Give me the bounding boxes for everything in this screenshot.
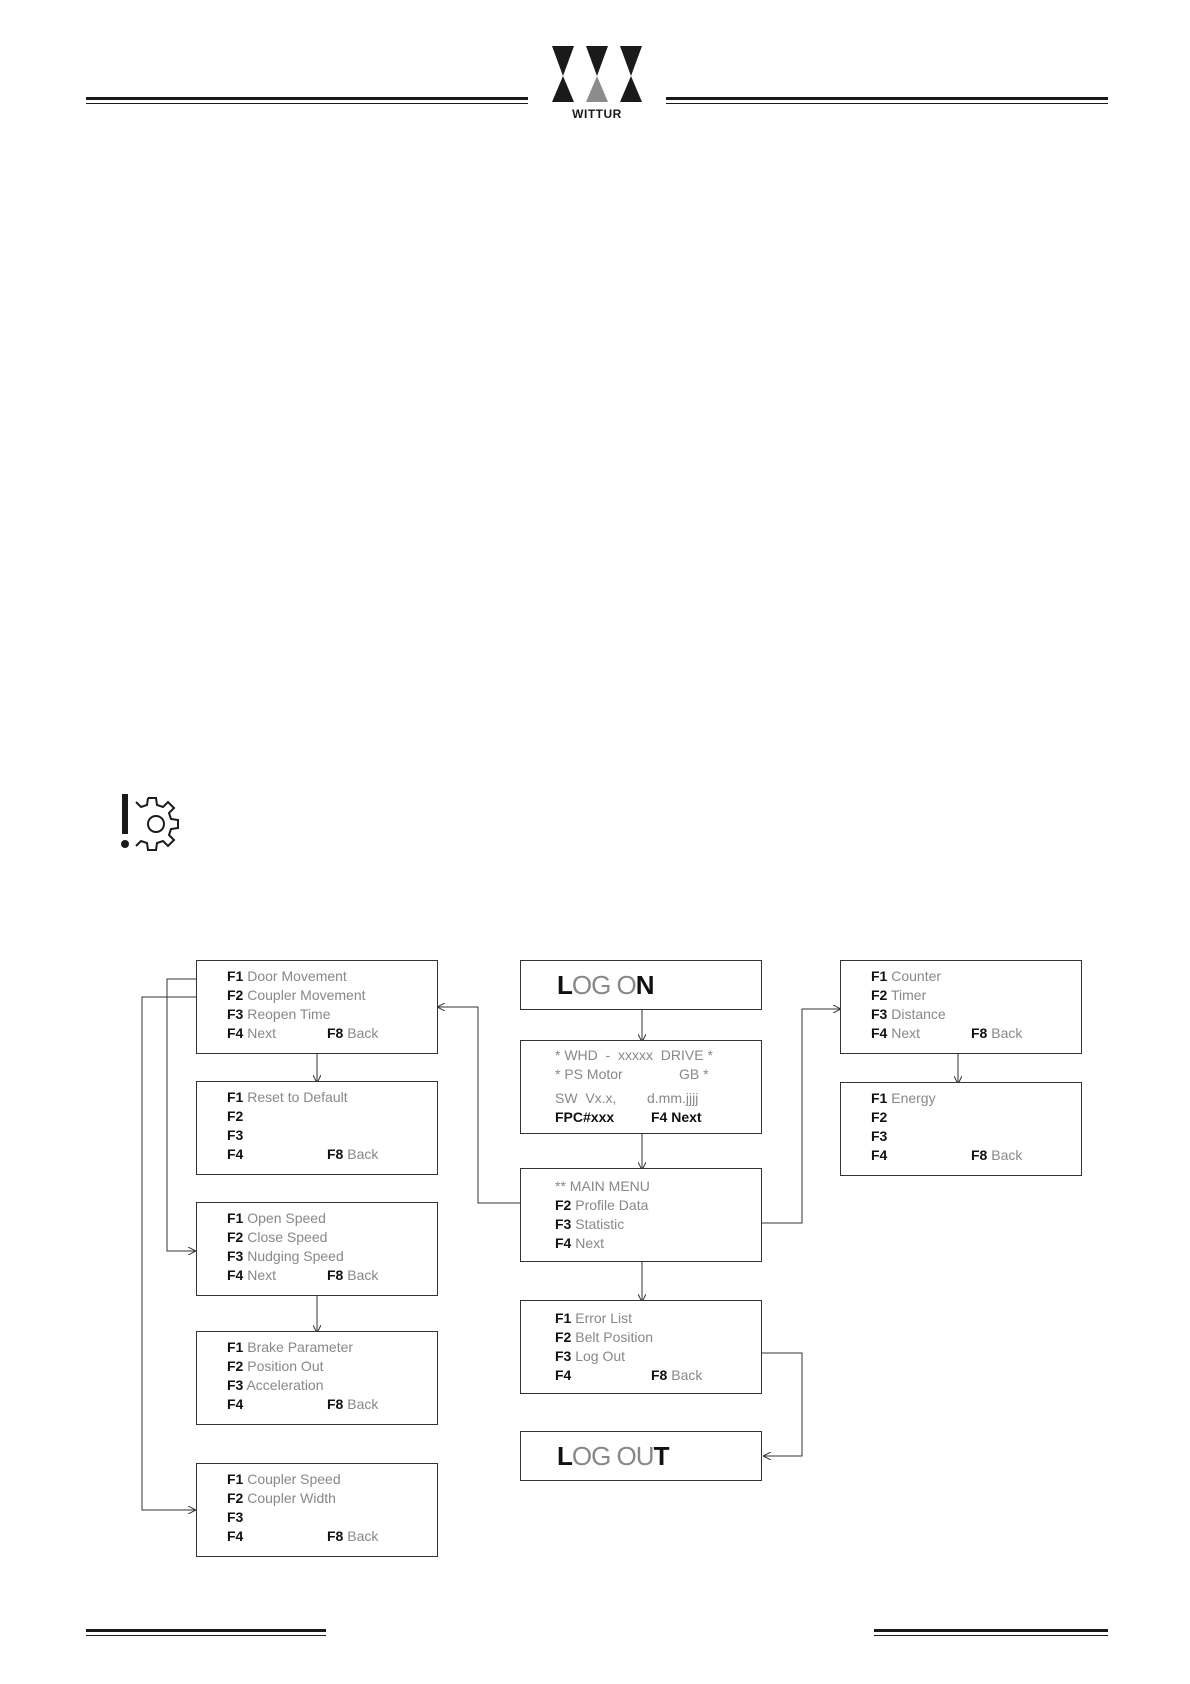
drive-info-line-1: * WHD - xxxxx DRIVE * <box>555 1047 713 1063</box>
footer-rule-left <box>86 1629 326 1636</box>
profile-menu-screen: F1 Door Movement F2 Coupler Movement F3 … <box>196 960 438 1054</box>
drive-info-line-3: SW Vx.x,d.mm.jjjj <box>555 1090 699 1106</box>
profile1-f1[interactable]: F1 Door Movement <box>227 968 347 984</box>
coupler-f3[interactable]: F3 <box>227 1509 244 1525</box>
profile1-f3[interactable]: F3 Reopen Time <box>227 1006 331 1022</box>
profile2-f3[interactable]: F3 <box>227 1127 244 1143</box>
main2-f1[interactable]: F1 Error List <box>555 1310 633 1326</box>
profile2-f1[interactable]: F1 Reset to Default <box>227 1089 348 1105</box>
log-out-screen: LOG OUT <box>520 1431 762 1481</box>
profile1-f2[interactable]: F2 Coupler Movement <box>227 987 366 1003</box>
door2-f1[interactable]: F1 Brake Parameter <box>227 1339 354 1355</box>
main-menu-f4[interactable]: F4 Next <box>555 1235 605 1251</box>
main-menu-f3[interactable]: F3 Statistic <box>555 1216 625 1232</box>
log-on-first-letter: L <box>557 970 573 1000</box>
main-menu-page2-screen: F1 Error List F2 Belt Position F3 Log Ou… <box>520 1300 762 1394</box>
door-movement-page2-screen: F1 Brake Parameter F2 Position Out F3 Ac… <box>196 1331 438 1425</box>
wittur-logo <box>552 46 642 102</box>
door2-f3[interactable]: F3 Acceleration <box>227 1377 324 1393</box>
main-menu-f2[interactable]: F2 Profile Data <box>555 1197 649 1213</box>
header-rule-right <box>666 97 1108 104</box>
profile2-f2[interactable]: F2 <box>227 1108 244 1124</box>
stat1-f2[interactable]: F2 Timer <box>871 987 927 1003</box>
stat2-f1[interactable]: F1 Energy <box>871 1090 936 1106</box>
log-on-middle: OG O <box>571 970 637 1000</box>
main-menu-screen: ** MAIN MENU F2 Profile Data F3 Statisti… <box>520 1168 762 1262</box>
door2-f2[interactable]: F2 Position Out <box>227 1358 324 1374</box>
door-movement-screen: F1 Open Speed F2 Close Speed F3 Nudging … <box>196 1202 438 1296</box>
main-menu-title: ** MAIN MENU <box>555 1178 650 1194</box>
log-on-screen: LOG ON <box>520 960 762 1010</box>
stat1-f1[interactable]: F1 Counter <box>871 968 942 984</box>
door1-f1[interactable]: F1 Open Speed <box>227 1210 326 1226</box>
coupler-f2[interactable]: F2 Coupler Width <box>227 1490 336 1506</box>
caution-gear-icon <box>121 794 179 851</box>
main2-f3[interactable]: F3 Log Out <box>555 1348 626 1364</box>
brand-name: WITTUR <box>572 107 622 121</box>
stat1-f3[interactable]: F3 Distance <box>871 1006 946 1022</box>
door1-f2[interactable]: F2 Close Speed <box>227 1229 328 1245</box>
door1-f3[interactable]: F3 Nudging Speed <box>227 1248 344 1264</box>
footer-rule-right <box>874 1629 1108 1636</box>
stat2-f3[interactable]: F3 <box>871 1128 888 1144</box>
stat2-f2[interactable]: F2 <box>871 1109 888 1125</box>
log-on-last-letter: N <box>635 970 655 1000</box>
header-rule-left <box>86 97 528 104</box>
coupler-f1[interactable]: F1 Coupler Speed <box>227 1471 341 1487</box>
main2-f2[interactable]: F2 Belt Position <box>555 1329 654 1345</box>
